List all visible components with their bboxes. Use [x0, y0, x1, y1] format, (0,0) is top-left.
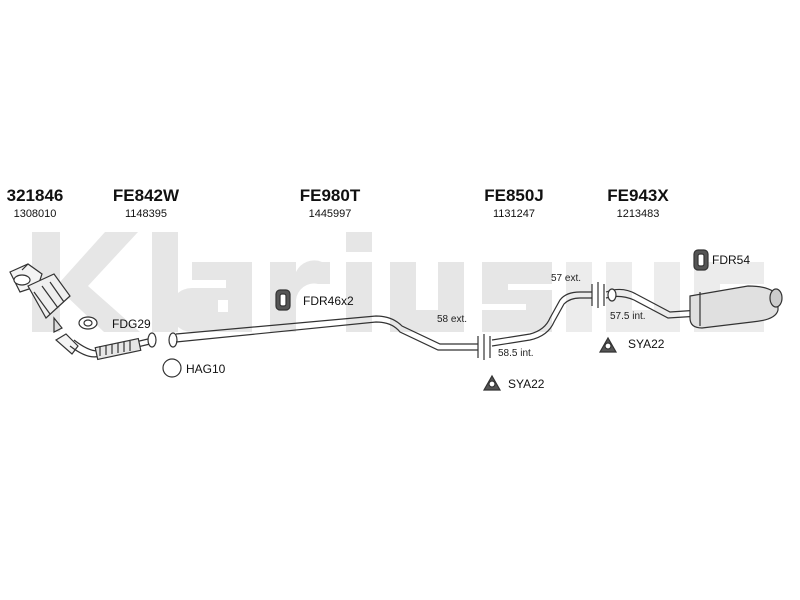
part-code: 321846	[6, 186, 64, 205]
part-number: 1148395	[124, 208, 167, 220]
dim-58-5-int: 58.5 int.	[498, 348, 534, 359]
part-header-5: FE943X 1213483	[598, 186, 678, 220]
part-header-2: FE842W 1148395	[106, 186, 186, 220]
front-pipe-icon	[54, 332, 157, 361]
part-number: 1308010	[13, 208, 57, 220]
part-code: FE850J	[484, 186, 544, 205]
dim-58-ext: 58 ext.	[437, 314, 468, 325]
part-number: 1213483	[616, 208, 660, 220]
gasket-icon	[78, 316, 98, 330]
rubber-hanger-icon	[275, 289, 291, 311]
part-code: FE943X	[607, 186, 669, 205]
label-fdg29: FDG29	[112, 317, 151, 331]
catalytic-converter-icon	[9, 263, 71, 333]
dim-57-5-int: 57.5 int.	[610, 311, 646, 322]
dim-57-ext: 57 ext.	[551, 273, 582, 284]
rear-pipe-icon	[491, 291, 592, 347]
rear-silencer-icon	[605, 285, 783, 329]
label-sya22-rear: SYA22	[628, 337, 665, 351]
part-number: 1445997	[308, 208, 352, 220]
label-fdr46: FDR46x2	[303, 294, 354, 308]
label-sya22-middle: SYA22	[508, 377, 545, 391]
part-header-1: 321846 1308010	[5, 186, 65, 220]
middle-pipe-icon	[168, 315, 478, 351]
part-header-4: FE850J 1131247	[474, 186, 554, 220]
label-fdr54: FDR54	[712, 253, 751, 267]
mount-icon	[598, 336, 618, 353]
clamp-icon	[162, 358, 182, 378]
part-number: 1131247	[492, 208, 535, 220]
part-header-3: FE980T 1445997	[290, 186, 370, 220]
part-code: FE842W	[112, 186, 180, 205]
part-code: FE980T	[299, 186, 361, 205]
mount-icon	[482, 374, 502, 391]
label-hag10: HAG10	[186, 362, 226, 376]
rubber-hanger-icon	[693, 249, 709, 271]
